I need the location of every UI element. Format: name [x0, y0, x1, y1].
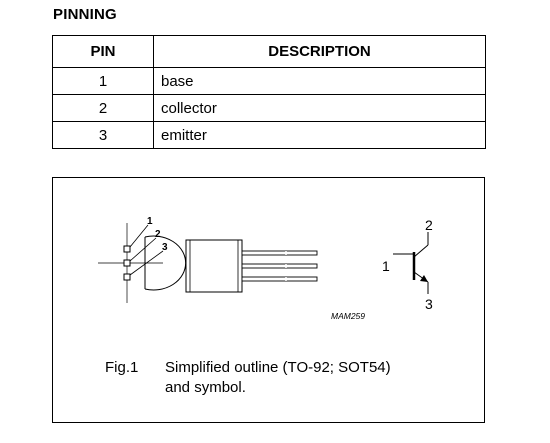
figure-caption-text: Simplified outline (TO-92; SOT54) and sy… [165, 358, 465, 398]
pin-description-cell: collector [153, 94, 486, 122]
pin-description-cell: emitter [153, 121, 486, 149]
drawing-code: MAM259 [331, 311, 365, 321]
outline-label-2: 2 [155, 229, 161, 240]
symbol-label-collector: 2 [425, 217, 433, 233]
pin-2-square [123, 259, 131, 267]
figure-number: Fig.1 [105, 359, 139, 376]
symbol-label-emitter: 3 [425, 296, 433, 312]
column-header-pin: PIN [52, 35, 154, 68]
lead-1-outer [285, 250, 318, 256]
pin-1-square [123, 245, 131, 253]
leader-line-1 [129, 224, 149, 248]
lead-3-inner [241, 276, 287, 282]
emitter-arrow [420, 275, 428, 282]
package-bottom-view: 1 2 3 [98, 216, 187, 303]
outline-label-1: 1 [147, 216, 153, 227]
pin-number-cell: 1 [52, 67, 154, 95]
lead-1-inner [241, 250, 287, 256]
transistor-symbol: 2 1 3 [382, 217, 433, 312]
table-header-row: PIN DESCRIPTION [52, 35, 486, 68]
figure-box: 1 2 3 2 [52, 177, 485, 423]
lead-3-outer [285, 276, 318, 282]
symbol-label-base: 1 [382, 258, 390, 274]
lead-2-inner [241, 263, 287, 269]
table-row: 2 collector [52, 94, 486, 122]
column-header-description: DESCRIPTION [153, 35, 486, 68]
outline-label-3: 3 [162, 242, 168, 253]
figure-caption-line-2: and symbol. [165, 379, 246, 396]
figure-drawing: 1 2 3 2 [98, 216, 433, 321]
lead-2-outer [285, 263, 318, 269]
leader-line-2 [129, 237, 157, 262]
package-body [185, 239, 243, 293]
figure-caption-line-1: Simplified outline (TO-92; SOT54) [165, 359, 391, 376]
table-row: 3 emitter [52, 121, 486, 149]
pin-3-square [123, 273, 131, 281]
collector-line [413, 244, 429, 258]
pin-number-cell: 3 [52, 121, 154, 149]
pinning-table: PIN DESCRIPTION 1 base 2 collector 3 emi… [52, 35, 486, 149]
section-title: PINNING [53, 6, 117, 23]
table-row: 1 base [52, 67, 486, 95]
pin-description-cell: base [153, 67, 486, 95]
package-side-view [185, 239, 318, 293]
pin-number-cell: 2 [52, 94, 154, 122]
leader-line-3 [129, 250, 164, 276]
